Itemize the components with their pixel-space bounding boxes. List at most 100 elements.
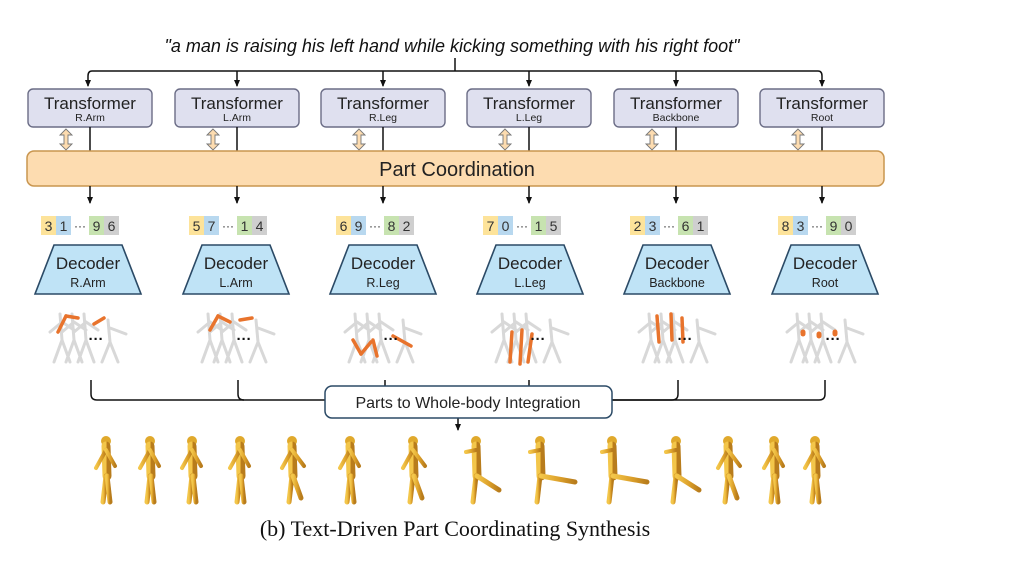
motion-frame [180, 436, 203, 505]
token-value: 7 [208, 218, 216, 234]
decoder-part-label: R.Arm [70, 276, 105, 290]
token-ellipsis: ··· [663, 219, 675, 233]
token-cell [237, 216, 252, 235]
token-ellipsis: ··· [222, 219, 234, 233]
token-value: 6 [340, 218, 348, 234]
motion-frame [762, 436, 785, 505]
decoder-box [770, 244, 880, 295]
bidirectional-arrow-icon [58, 128, 74, 151]
token-value: 8 [388, 218, 396, 234]
ellipsis-text: ··· [237, 331, 252, 348]
motion-frame [228, 436, 251, 505]
token-value: 1 [241, 218, 249, 234]
decoder-part-label: R.Leg [366, 276, 399, 290]
ellipsis-text: ··· [826, 331, 841, 348]
token-cell [399, 216, 414, 235]
token-value: 6 [682, 218, 690, 234]
transformer-part-label: Backbone [653, 112, 700, 124]
token-cell [630, 216, 645, 235]
motion-frame [280, 436, 306, 505]
decoder-label: Decoder [645, 254, 710, 273]
token-value: 5 [193, 218, 201, 234]
token-value: 7 [487, 218, 495, 234]
token-value: 1 [535, 218, 543, 234]
transformer-label: Transformer [337, 94, 429, 113]
token-cell [104, 216, 119, 235]
token-value: 2 [634, 218, 642, 234]
bidirectional-arrow-icon [351, 128, 367, 151]
token-value: 9 [93, 218, 101, 234]
token-value: 0 [502, 218, 510, 234]
token-cell [189, 216, 204, 235]
skeleton-pose: ··· [343, 312, 423, 364]
token-cell [826, 216, 841, 235]
decoder-label: Decoder [498, 254, 563, 273]
token-cell [645, 216, 660, 235]
text-prompt: "a man is raising his left hand while ki… [164, 36, 741, 56]
token-value: 1 [697, 218, 705, 234]
ellipsis-text: ··· [384, 331, 399, 348]
bidirectional-arrow-icon [644, 128, 660, 151]
token-value: 3 [797, 218, 805, 234]
transformer-label: Transformer [776, 94, 868, 113]
decoder-box [328, 244, 438, 295]
token-value: 2 [403, 218, 411, 234]
decoder-part-label: Backbone [649, 276, 705, 290]
transformer-label: Transformer [483, 94, 575, 113]
token-value: 0 [845, 218, 853, 234]
part-coordination-label: Part Coordination [379, 159, 535, 181]
motion-frame [528, 436, 578, 505]
token-cell [89, 216, 104, 235]
skeleton-pose: ··· [490, 312, 570, 366]
decoder-box [622, 244, 732, 295]
token-cell [793, 216, 808, 235]
bidirectional-arrow-icon [790, 128, 806, 151]
skeleton-pose: ··· [785, 312, 865, 364]
motion-frame [401, 436, 427, 505]
token-cell [498, 216, 513, 235]
token-cell [336, 216, 351, 235]
motion-frame [803, 436, 826, 505]
token-value: 1 [60, 218, 68, 234]
token-cell [546, 216, 561, 235]
bidirectional-arrow-icon [205, 128, 221, 151]
token-cell [204, 216, 219, 235]
motion-frame [94, 436, 117, 505]
token-cell [841, 216, 856, 235]
motion-frame [600, 436, 650, 505]
token-value: 9 [830, 218, 838, 234]
prompt-distribution-lines [85, 58, 825, 87]
token-cell [483, 216, 498, 235]
token-cell [252, 216, 267, 235]
transformer-part-label: R.Arm [75, 112, 105, 124]
token-value: 5 [550, 218, 558, 234]
decoder-box [33, 244, 143, 295]
decoder-box [181, 244, 291, 295]
token-cell [41, 216, 56, 235]
motion-frame [464, 436, 502, 505]
transformer-row: TransformerR.ArmTransformerL.ArmTransfor… [27, 88, 885, 151]
skeleton-pose: ··· [637, 312, 717, 364]
decoder-box [475, 244, 585, 295]
transformer-part-label: L.Arm [223, 112, 251, 124]
transformer-label: Transformer [44, 94, 136, 113]
transformer-part-label: Root [811, 112, 833, 124]
ellipsis-text: ··· [531, 331, 546, 348]
token-value: 4 [256, 218, 264, 234]
decoder-label: Decoder [204, 254, 269, 273]
bidirectional-arrow-icon [497, 128, 513, 151]
token-value: 8 [782, 218, 790, 234]
token-cell [531, 216, 546, 235]
token-cell [351, 216, 366, 235]
prompt-arrows [234, 71, 679, 87]
transformer-label: Transformer [191, 94, 283, 113]
skeleton-pose: ··· [196, 312, 276, 364]
